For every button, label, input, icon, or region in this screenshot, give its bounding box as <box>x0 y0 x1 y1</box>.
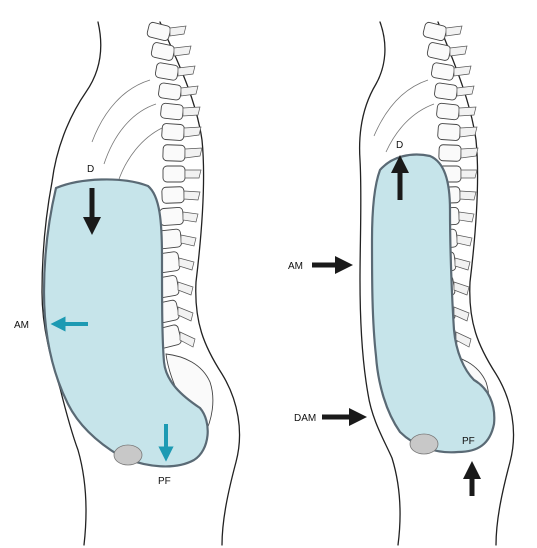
vertebra-body <box>436 103 476 120</box>
vertebra-body <box>434 83 474 101</box>
vertebra-body <box>422 22 462 42</box>
pelvic-bone <box>410 434 438 454</box>
vertebra-body <box>161 123 201 140</box>
label-d: D <box>87 164 94 175</box>
label-am: AM <box>14 320 29 331</box>
vertebra-body <box>437 123 477 140</box>
label-pf: PF <box>462 436 475 447</box>
vertebra-body <box>159 207 198 226</box>
vertebra-body <box>431 62 471 81</box>
vertebra-body <box>163 166 201 182</box>
label-pf: PF <box>158 476 171 487</box>
label-d: D <box>396 140 403 151</box>
vertebra-body <box>146 22 186 42</box>
vertebra-body <box>439 145 478 162</box>
vertebra-body <box>163 145 202 162</box>
right-panel: D AM DAM PF <box>288 22 514 545</box>
pelvic-bone <box>114 445 142 465</box>
label-am: AM <box>288 261 303 272</box>
abdominal-cavity <box>372 155 494 453</box>
rib-lines <box>92 80 162 182</box>
label-dam: DAM <box>294 413 316 424</box>
vertebra-body <box>162 187 200 204</box>
left-panel: D AM PF <box>14 22 240 545</box>
rib-lines <box>374 80 434 152</box>
vertebra-body <box>155 62 195 81</box>
